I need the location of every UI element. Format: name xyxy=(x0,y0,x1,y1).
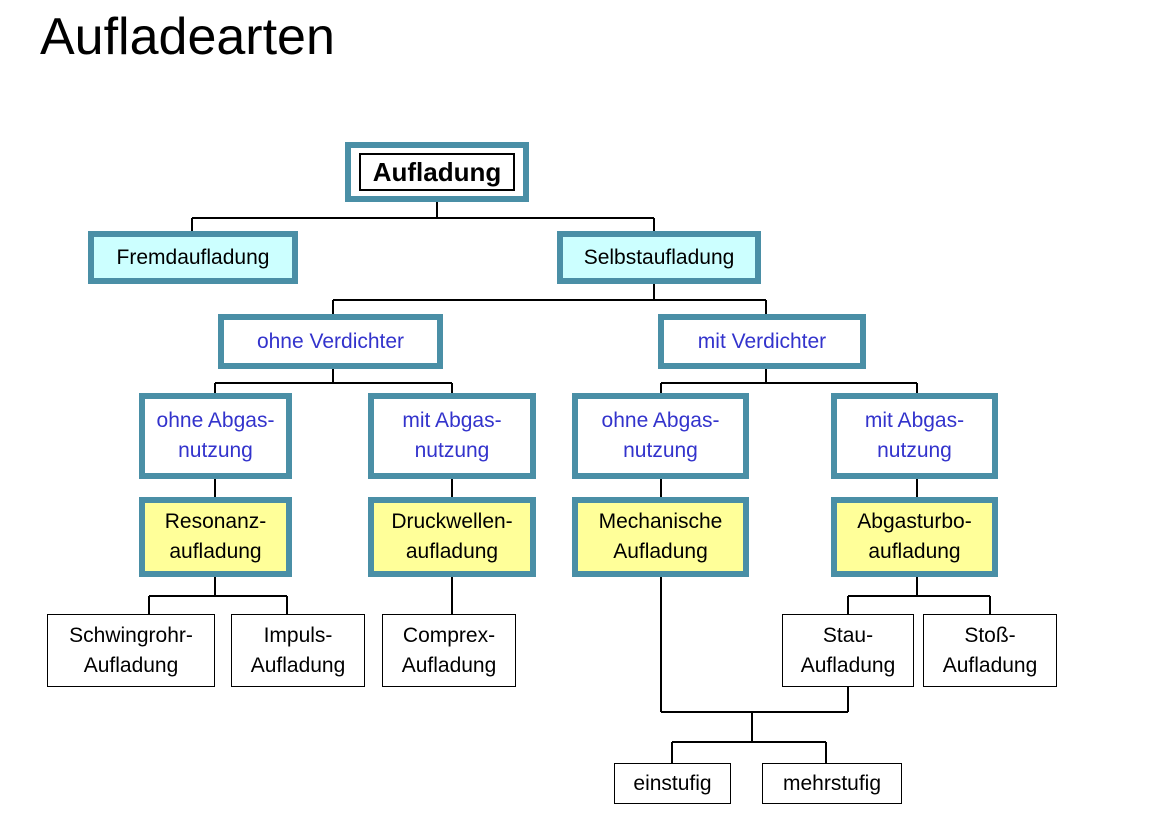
node-schwingrohr-aufladung: Schwingrohr- Aufladung xyxy=(47,614,215,687)
node-druckwellenaufladung: Druckwellen- aufladung xyxy=(368,497,536,577)
node-mit-abgasnutzung-2: mit Abgas- nutzung xyxy=(831,393,998,479)
node-aufladung-label: Aufladung xyxy=(358,153,516,191)
node-mechanische-aufladung: Mechanische Aufladung xyxy=(572,497,749,577)
node-comprex-aufladung: Comprex- Aufladung xyxy=(382,614,516,687)
node-resonanzaufladung: Resonanz- aufladung xyxy=(139,497,292,577)
node-mit-abgasnutzung-1: mit Abgas- nutzung xyxy=(368,393,536,479)
node-mit-verdichter: mit Verdichter xyxy=(658,314,866,369)
node-einstufig: einstufig xyxy=(614,763,731,804)
node-abgasturboaufladung: Abgasturbo- aufladung xyxy=(831,497,998,577)
node-impuls-aufladung: Impuls- Aufladung xyxy=(231,614,365,687)
node-selbstaufladung: Selbstaufladung xyxy=(557,231,761,284)
node-stau-aufladung: Stau- Aufladung xyxy=(782,614,914,687)
page-title: Aufladearten xyxy=(40,8,335,66)
node-ohne-verdichter: ohne Verdichter xyxy=(218,314,443,369)
node-mehrstufig: mehrstufig xyxy=(762,763,902,804)
node-aufladung: Aufladung xyxy=(345,142,529,202)
node-fremdaufladung: Fremdaufladung xyxy=(88,231,298,284)
node-ohne-abgasnutzung-2: ohne Abgas- nutzung xyxy=(572,393,749,479)
node-stoss-aufladung: Stoß- Aufladung xyxy=(923,614,1057,687)
node-ohne-abgasnutzung-1: ohne Abgas- nutzung xyxy=(139,393,292,479)
